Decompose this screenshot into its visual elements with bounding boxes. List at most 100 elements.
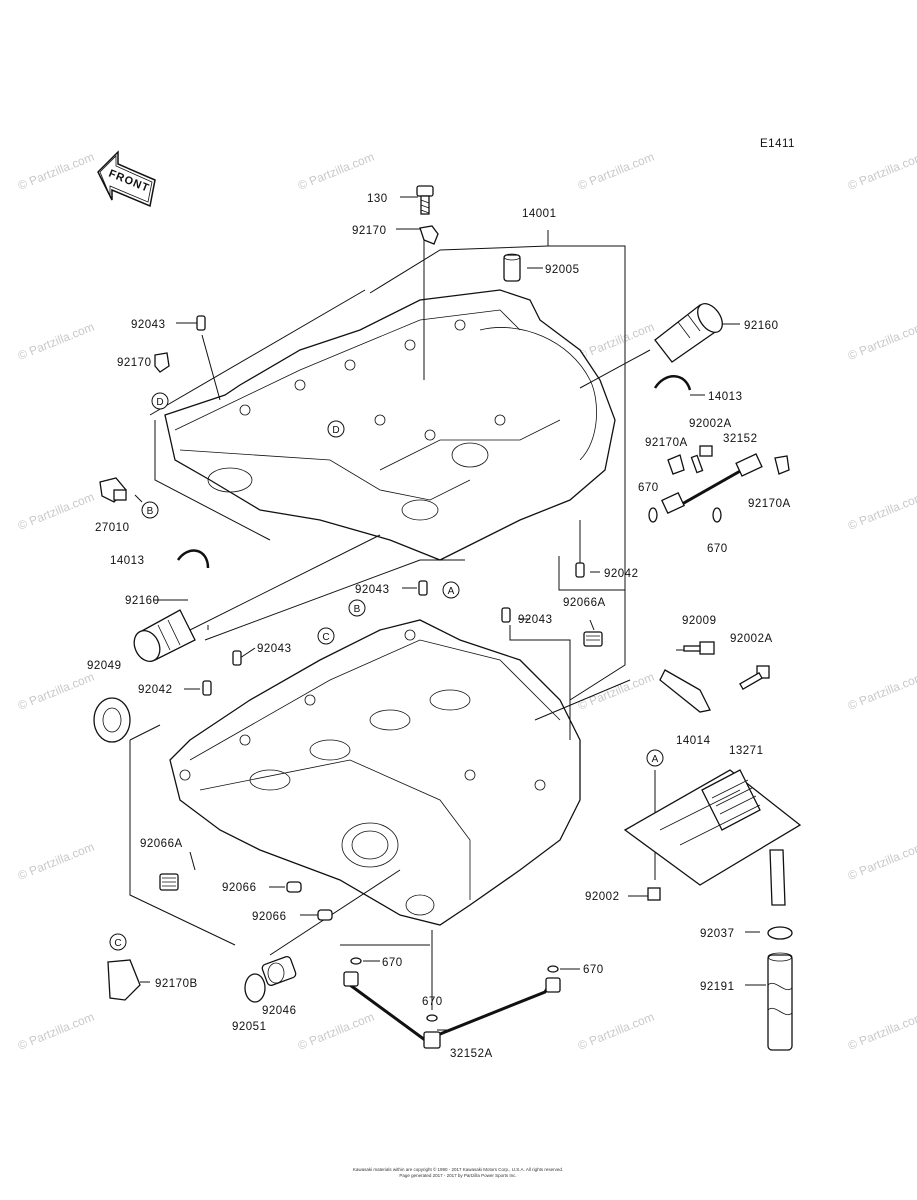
plug-92066-b-icon (317, 909, 333, 921)
switch-27010-icon (99, 477, 127, 503)
dowel-92042-left-icon (202, 680, 212, 696)
label-92191: 92191 (700, 981, 734, 993)
label-92042-right: 92042 (604, 568, 638, 580)
label-92066-b: 92066 (252, 911, 286, 923)
bolt-92002a-mid-icon (739, 665, 770, 690)
label-92042-left: 92042 (138, 684, 172, 696)
svg-text:D: D (332, 425, 339, 436)
watermark: © Partzilla.com (576, 1010, 656, 1053)
label-92046: 92046 (262, 1005, 296, 1017)
pipe-32152a-icon (343, 971, 561, 1049)
watermark: © Partzilla.com (846, 320, 917, 363)
label-92043-a: 92043 (131, 319, 165, 331)
label-92002: 92002 (585, 891, 619, 903)
watermark: © Partzilla.com (16, 1010, 96, 1053)
label-130: 130 (367, 193, 388, 205)
watermark: © Partzilla.com (16, 150, 96, 193)
footer-copyright: Kawasaki materials within are copyright … (353, 1166, 563, 1172)
hose-92191-icon (767, 952, 793, 1051)
watermark: © Partzilla.com (846, 670, 917, 713)
label-670-b: 670 (707, 543, 728, 555)
oil-screen-13271-icon (623, 769, 802, 906)
watermark: © Partzilla.com (16, 670, 96, 713)
o-ring-670-c-icon (350, 957, 362, 965)
label-92009: 92009 (682, 615, 716, 627)
svg-text:B: B (354, 604, 361, 615)
clamp-92170-left-icon (154, 352, 170, 373)
label-92037: 92037 (700, 928, 734, 940)
seal-92049-icon (93, 697, 131, 743)
ref-circle-d-case: D (327, 420, 345, 438)
watermark: © Partzilla.com (296, 1010, 376, 1053)
watermark: © Partzilla.com (16, 490, 96, 533)
label-670-a: 670 (638, 482, 659, 494)
label-92170a-left: 92170A (645, 437, 688, 449)
watermark: © Partzilla.com (296, 150, 376, 193)
svg-text:D: D (156, 397, 163, 408)
filter-92160-left-icon (133, 609, 196, 663)
o-ring-670-a-icon (648, 507, 658, 523)
pipe-32152-icon (661, 453, 763, 515)
label-92043-c: 92043 (257, 643, 291, 655)
label-92066a-left: 92066A (140, 838, 183, 850)
o-ring-670-e-icon (426, 1014, 438, 1022)
label-92002a-top: 92002A (689, 418, 732, 430)
watermark: © Partzilla.com (16, 320, 96, 363)
bolt-92009-icon (683, 641, 715, 655)
label-92170-left: 92170 (117, 357, 151, 369)
label-14013-left: 14013 (110, 555, 144, 567)
dowel-92043-c-icon (232, 650, 242, 666)
label-32152: 32152 (723, 433, 757, 445)
label-92066-a: 92066 (222, 882, 256, 894)
dowel-92042-right-icon (575, 562, 585, 578)
label-92170a-right: 92170A (748, 498, 791, 510)
label-14013-right: 14013 (708, 391, 742, 403)
clamp-92170a-right-icon (774, 455, 790, 475)
dowel-92043-a-icon (196, 315, 206, 331)
label-92002a-mid: 92002A (730, 633, 773, 645)
label-32152a: 32152A (450, 1048, 493, 1060)
clamp-92037-icon (767, 926, 793, 940)
label-92170b: 92170B (155, 978, 198, 990)
label-670-d: 670 (583, 964, 604, 976)
o-ring-670-b-icon (712, 507, 722, 523)
clamp-92170a-left-icon (667, 454, 685, 475)
ring-92051-icon (244, 973, 266, 1003)
watermark: © Partzilla.com (16, 840, 96, 883)
watermark: © Partzilla.com (576, 320, 656, 363)
ref-circle-b: B (141, 501, 159, 519)
watermark: © Partzilla.com (846, 150, 917, 193)
bolt-92002-icon (647, 887, 661, 901)
ref-circle-c-case: C (317, 627, 335, 645)
filter-92160-top-icon (654, 303, 723, 363)
label-14014: 14014 (676, 735, 711, 747)
ref-circle-d-left: D (151, 392, 169, 410)
ref-circle-b-case: B (348, 599, 366, 617)
watermark: © Partzilla.com (846, 840, 917, 883)
svg-text:C: C (114, 938, 121, 949)
group-brackets (129, 230, 631, 946)
label-92005: 92005 (545, 264, 579, 276)
label-92051: 92051 (232, 1021, 266, 1033)
label-92170-top: 92170 (352, 225, 386, 237)
reference-markers: B D D A B C A C (109, 392, 664, 951)
plug-92066-a-icon (286, 881, 302, 893)
small-parts (93, 185, 802, 1051)
label-13271: 13271 (729, 745, 763, 757)
watermark: © Partzilla.com (846, 1010, 917, 1053)
clamp-92170-top-icon (419, 225, 439, 245)
label-670-c: 670 (382, 957, 403, 969)
diagram-code: E1411 (760, 138, 795, 150)
label-14001: 14001 (522, 208, 556, 220)
dowel-92043-d-icon (501, 607, 511, 623)
part-labels: 130 92170 14001 92005 92043 92160 92170 … (87, 193, 791, 1060)
bracket-92170b-icon (107, 959, 141, 1001)
ref-circle-a-upper: A (442, 581, 460, 599)
svg-text:B: B (147, 506, 154, 517)
watermark: © Partzilla.com (576, 150, 656, 193)
upper-crankcase (164, 289, 616, 561)
label-27010: 27010 (95, 522, 129, 534)
label-92043-d: 92043 (518, 614, 552, 626)
plate-14014-icon (659, 669, 711, 713)
bearing-92046-icon (261, 956, 297, 986)
